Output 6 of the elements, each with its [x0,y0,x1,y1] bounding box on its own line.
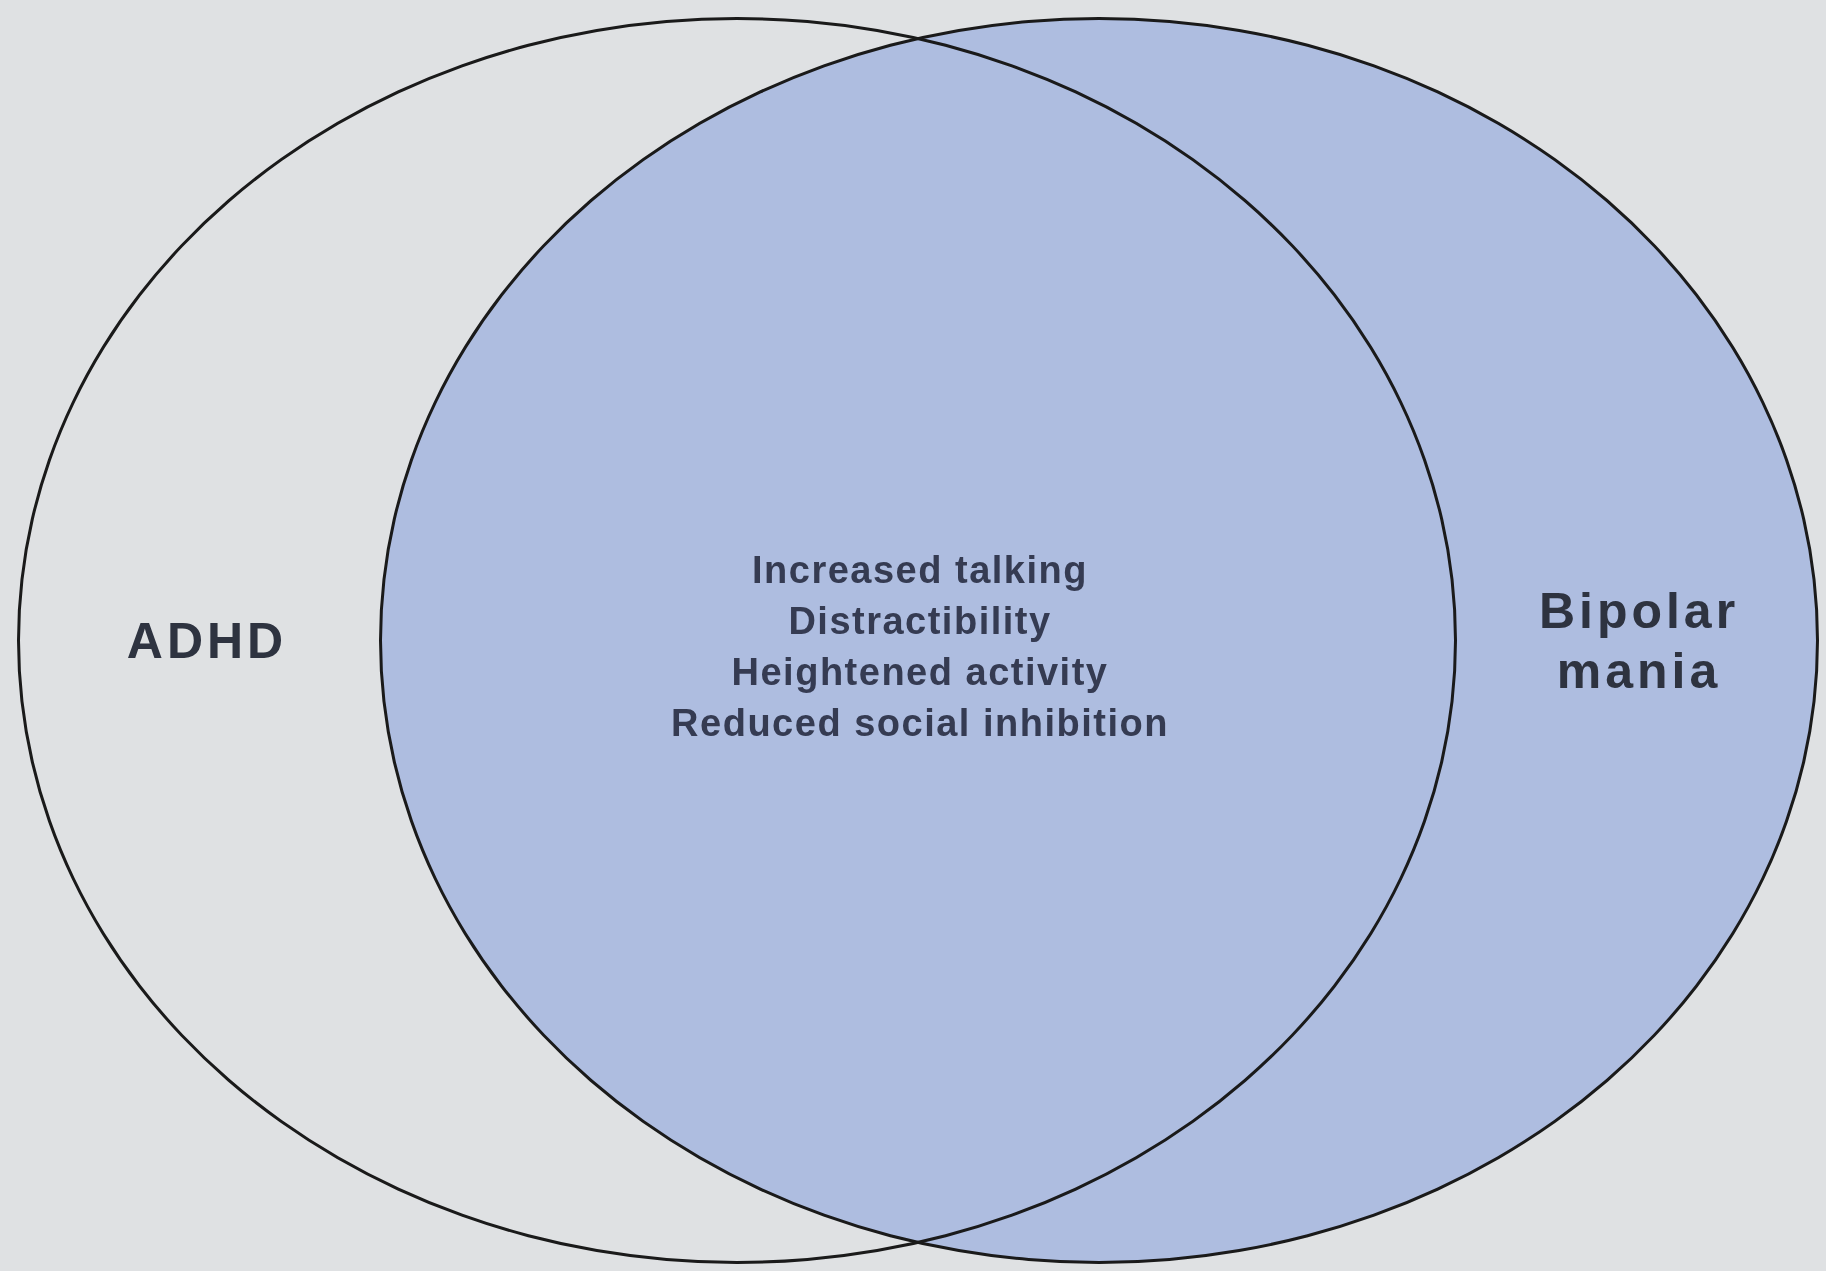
set-label: Bipolar mania [1537,581,1741,701]
shared-symptom: Heightened activity [731,650,1109,695]
shared-symptom: Increased talking [752,548,1088,593]
shared-symptom: Reduced social inhibition [671,701,1169,746]
set-label: ADHD [125,611,289,671]
shared-symptom: Distractibility [788,599,1052,644]
